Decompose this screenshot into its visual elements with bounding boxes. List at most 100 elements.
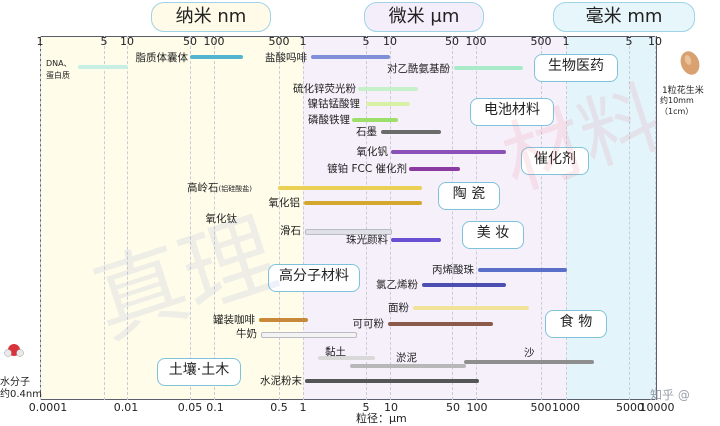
item-name: 罐装咖啡 xyxy=(213,314,255,326)
brand-mark: 知乎 @ xyxy=(650,388,690,402)
top-tick-label: 1 xyxy=(36,35,44,48)
item-label: 镍钴锰酸锂 xyxy=(308,98,361,110)
item-label: 脂质体囊体 xyxy=(136,52,189,64)
item-label: 珠光颜料 xyxy=(346,234,388,246)
top-tick-label: 1 xyxy=(299,35,307,48)
item-name: DNA、 蛋白质 xyxy=(46,59,72,80)
item-name: 氯乙烯粉 xyxy=(376,279,418,291)
range-bar xyxy=(259,318,308,322)
item-name: 硫化锌荧光粉 xyxy=(293,83,356,95)
unit-header: 毫米 mm xyxy=(553,2,695,32)
item-label: 氧化钒 xyxy=(357,146,389,158)
range-bar xyxy=(366,102,410,106)
item-label: 丙烯酸珠 xyxy=(432,264,474,276)
range-bar xyxy=(388,322,493,326)
item-label: 氧化铝 xyxy=(269,197,301,209)
peanut-size: 约10mm（1cm） xyxy=(660,96,694,116)
unit-header: 纳米 nm xyxy=(151,2,271,32)
top-tick-label: 10 xyxy=(383,35,397,48)
mm-zone xyxy=(567,36,657,400)
item-name: 牛奶 xyxy=(236,328,257,340)
water-molecule-icon xyxy=(4,340,24,358)
item-name: 氧化铝 xyxy=(268,197,301,209)
item-label: 硫化锌荧光粉 xyxy=(293,83,356,95)
category-box: 电池材料 xyxy=(470,98,554,126)
um-zone xyxy=(303,36,567,400)
bottom-tick-label: 500 xyxy=(530,401,552,414)
item-label: 沙 xyxy=(524,347,535,359)
top-tick-label: 5 xyxy=(100,35,108,48)
range-bar xyxy=(391,150,506,154)
range-bar xyxy=(478,268,567,272)
gridline xyxy=(566,36,567,400)
top-tick-label: 100 xyxy=(203,35,225,48)
item-name: 盐酸吗啡 xyxy=(265,52,307,64)
item-label: 镀铂 FCC 催化剂 xyxy=(327,163,407,175)
top-tick-label: 50 xyxy=(445,35,459,48)
category-box: 高分子材料 xyxy=(268,264,360,292)
item-label: 石墨 xyxy=(356,126,377,138)
gridline xyxy=(214,36,215,400)
gridline xyxy=(476,36,477,400)
gridline xyxy=(390,36,391,400)
top-tick-label: 5 xyxy=(362,35,370,48)
bottom-tick-label: 5000 xyxy=(616,401,644,414)
range-bar xyxy=(464,360,594,364)
range-bar xyxy=(350,364,466,368)
gridline xyxy=(629,36,630,400)
gridline xyxy=(366,36,367,400)
peanut-icon xyxy=(676,50,704,76)
gridline xyxy=(104,36,105,400)
item-name: 水泥粉末 xyxy=(260,375,302,387)
bottom-tick-label: 50 xyxy=(446,401,460,414)
item-name: 氧化钒 xyxy=(356,146,389,158)
peanut-label: 1粒花生米 xyxy=(662,86,704,96)
gridline xyxy=(452,36,453,400)
range-bar xyxy=(358,87,418,91)
top-tick-label: 500 xyxy=(268,35,290,48)
gridline xyxy=(127,36,128,400)
unit-header: 微米 μm xyxy=(364,2,484,32)
range-bar xyxy=(391,238,441,242)
item-label: 黏土 xyxy=(325,346,346,358)
item-label: 高岭石(铝硅酸盐) xyxy=(187,182,252,195)
item-label: 对乙酰氨基酚 xyxy=(387,63,450,75)
bottom-tick-label: 0.01 xyxy=(113,401,139,414)
bottom-tick-label: 0.5 xyxy=(270,401,288,414)
range-bar xyxy=(305,379,479,383)
gridline xyxy=(190,36,191,400)
item-label: 磷酸铁锂 xyxy=(308,114,350,126)
bottom-tick-label: 1 xyxy=(299,401,307,414)
category-box: 美 妆 xyxy=(462,221,524,249)
item-name: 沙 xyxy=(524,347,535,359)
item-label: 氧化钛 xyxy=(206,213,238,225)
water-label: 水分子 xyxy=(0,377,30,388)
bottom-tick-label: 100 xyxy=(466,401,488,414)
item-name: 高岭石 xyxy=(187,182,219,194)
range-bar xyxy=(311,55,390,59)
range-bar xyxy=(318,356,375,360)
nm-zone xyxy=(40,36,303,400)
item-name: 氧化钛 xyxy=(205,213,238,225)
range-bar xyxy=(381,130,441,134)
range-bar xyxy=(261,332,357,338)
item-label: DNA、 蛋白质 xyxy=(46,57,72,81)
top-tick-label: 1 xyxy=(562,35,570,48)
range-bar xyxy=(278,186,422,190)
top-tick-label: 100 xyxy=(465,35,487,48)
item-label: 氯乙烯粉 xyxy=(376,279,418,291)
item-name: 黏土 xyxy=(325,346,346,358)
gridline xyxy=(541,36,542,400)
range-bar xyxy=(190,55,243,59)
gridline xyxy=(279,36,280,400)
category-box: 陶 瓷 xyxy=(438,182,500,210)
item-name: 珠光颜料 xyxy=(346,234,388,246)
item-name: 镍钴锰酸锂 xyxy=(307,98,361,110)
bottom-tick-label: 10000 xyxy=(639,401,675,414)
item-name: 石墨 xyxy=(356,126,377,138)
item-name: 面粉 xyxy=(388,302,409,314)
item-label: 水泥粉末 xyxy=(260,375,302,387)
item-name: 淤泥 xyxy=(396,352,417,364)
bottom-tick-label: 5 xyxy=(362,401,370,414)
bottom-tick-label: 0.0001 xyxy=(28,401,68,414)
